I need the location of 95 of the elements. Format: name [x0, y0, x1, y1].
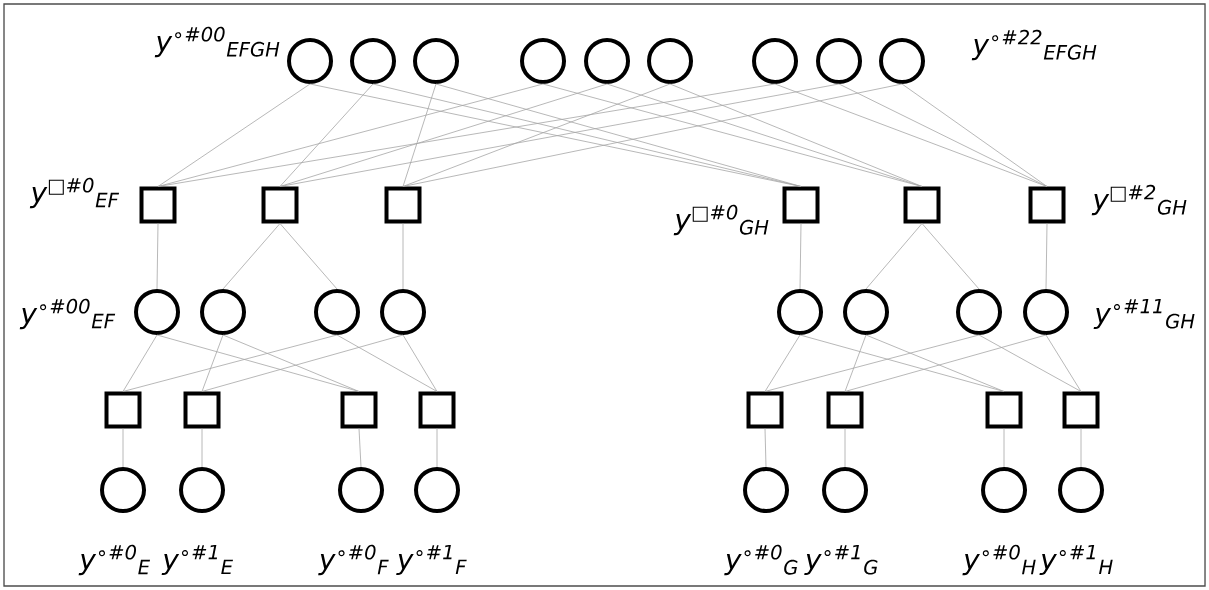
- connector-line: [201, 334, 224, 392]
- circle-node: [584, 38, 630, 84]
- connector-line: [402, 223, 404, 290]
- variable-label: y$^{∘#0}$H: [962, 544, 1036, 576]
- circle-node: [287, 38, 333, 84]
- connector-line: [669, 83, 923, 187]
- square-node: [384, 186, 422, 224]
- connector-line: [279, 83, 374, 187]
- connector-line: [436, 428, 438, 468]
- circle-node: [743, 467, 789, 513]
- variable-label: y$^{∘#0}$G: [724, 544, 798, 576]
- connector-line: [402, 83, 671, 187]
- circle-node: [822, 467, 868, 513]
- connector-line: [336, 334, 438, 392]
- variable-label: y$^{∘#11}$GH: [1093, 298, 1195, 330]
- circle-node: [956, 289, 1002, 335]
- circle-node: [816, 38, 862, 84]
- square-node: [1028, 186, 1066, 224]
- variable-label: y$^{□#0}$EF: [29, 177, 120, 209]
- connector-line: [865, 334, 1005, 392]
- square-node: [746, 391, 784, 429]
- circle-node: [314, 289, 360, 335]
- connector-line: [222, 223, 281, 290]
- circle-node: [520, 38, 566, 84]
- connector-line: [844, 334, 1047, 392]
- connector-line: [774, 83, 1048, 187]
- connector-line: [122, 428, 124, 468]
- square-node: [261, 186, 299, 224]
- circle-node: [843, 289, 889, 335]
- connector-line: [122, 334, 158, 392]
- circle-node: [752, 38, 798, 84]
- connector-line: [799, 223, 802, 290]
- circle-node: [134, 289, 180, 335]
- square-node: [104, 391, 142, 429]
- variable-label: y$^{∘#1}$F: [396, 544, 467, 576]
- variable-label: y$^{∘#00}$EFGH: [154, 26, 280, 58]
- variable-label: y$^{□#2}$GH: [1091, 184, 1187, 216]
- connector-line: [279, 223, 338, 290]
- circle-node: [981, 467, 1027, 513]
- connector-line: [844, 428, 846, 468]
- connector-line: [201, 428, 203, 468]
- connector-line: [358, 428, 362, 468]
- variable-label: y$^{∘#0}$E: [78, 544, 150, 576]
- connector-line: [402, 83, 903, 187]
- connector-line: [402, 83, 437, 187]
- square-node: [903, 186, 941, 224]
- variable-label: y$^{∘#22}$EFGH: [971, 29, 1097, 61]
- connector-line: [1080, 428, 1082, 468]
- circle-node: [350, 38, 396, 84]
- connector-line: [844, 334, 867, 392]
- connector-line: [402, 334, 438, 392]
- circle-node: [777, 289, 823, 335]
- connector-line: [1045, 334, 1082, 392]
- circle-node: [414, 467, 460, 513]
- variable-label: y$^{∘#0}$F: [318, 544, 389, 576]
- square-node: [340, 391, 378, 429]
- connector-line: [222, 334, 360, 392]
- connector-line: [921, 223, 980, 290]
- connector-line: [764, 334, 980, 392]
- connector-line: [279, 83, 608, 187]
- connector-line: [764, 334, 801, 392]
- circle-node: [200, 289, 246, 335]
- circle-node: [380, 289, 426, 335]
- circle-node: [1058, 467, 1104, 513]
- connector-line: [1045, 223, 1048, 290]
- square-node: [826, 391, 864, 429]
- square-node: [418, 391, 456, 429]
- circle-node: [1023, 289, 1069, 335]
- connector-line: [122, 334, 338, 392]
- connector-line: [901, 83, 1048, 187]
- variable-label: y$^{∘#1}$H: [1039, 544, 1113, 576]
- connector-line: [157, 83, 311, 187]
- circle-node: [647, 38, 693, 84]
- variable-label: y$^{∘#1}$E: [161, 544, 233, 576]
- variable-label: y$^{∘#00}$EF: [19, 298, 116, 330]
- square-node: [183, 391, 221, 429]
- square-node: [782, 186, 820, 224]
- variable-label: y$^{∘#1}$G: [804, 544, 878, 576]
- connector-line: [157, 83, 544, 187]
- square-node: [985, 391, 1023, 429]
- circle-node: [338, 467, 384, 513]
- square-node: [139, 186, 177, 224]
- connector-line: [156, 223, 159, 290]
- connector-line: [978, 334, 1082, 392]
- connector-line: [157, 83, 776, 187]
- connector-line: [764, 428, 767, 468]
- connector-line: [201, 334, 404, 392]
- connector-line: [1003, 428, 1005, 468]
- circle-node: [100, 467, 146, 513]
- variable-label: y$^{□#0}$GH: [673, 204, 769, 236]
- circle-node: [179, 467, 225, 513]
- square-node: [1062, 391, 1100, 429]
- circle-node: [879, 38, 925, 84]
- circle-node: [413, 38, 459, 84]
- connector-line: [865, 223, 923, 290]
